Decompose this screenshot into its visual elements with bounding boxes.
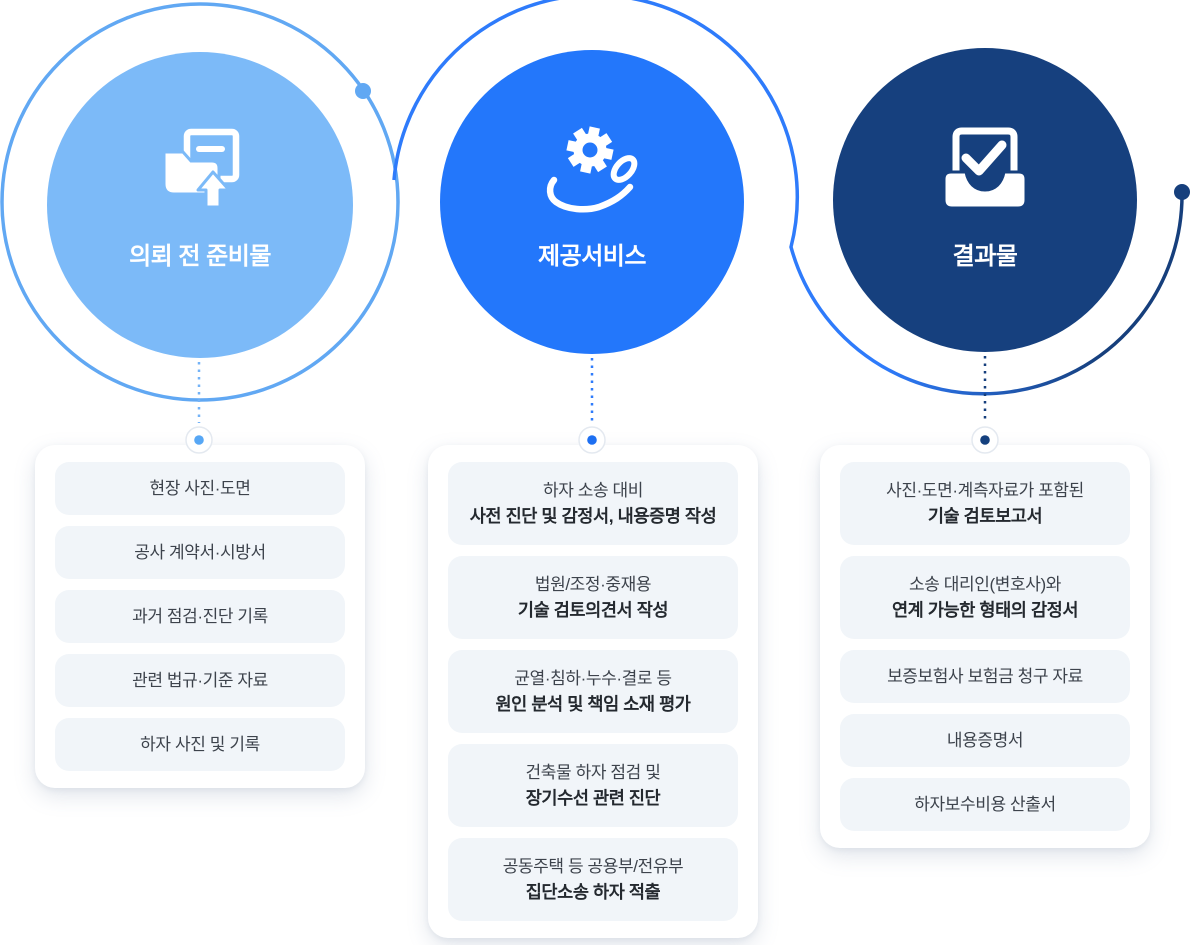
item-text: 관련 법규·기준 자료 xyxy=(132,670,268,690)
prep-card: 현장 사진·도면 공사 계약서·시방서 과거 점검·진단 기록 관련 법규·기준… xyxy=(35,445,365,788)
item-text: 소송 대리인(변호사)와 xyxy=(908,574,1061,594)
item-text: 법원/조정·중재용 xyxy=(534,574,652,594)
item-text: 공동주택 등 공용부/전유부 xyxy=(502,856,684,876)
item-text: 과거 점검·진단 기록 xyxy=(132,606,268,626)
list-item: 관련 법규·기준 자료 xyxy=(55,654,345,707)
step-1-label: 의뢰 전 준비물 xyxy=(129,243,271,270)
list-item: 균열·침하·누수·결로 등 원인 분석 및 책임 소재 평가 xyxy=(448,650,738,733)
list-item: 공사 계약서·시방서 xyxy=(55,526,345,579)
step-circle-1 xyxy=(47,52,353,358)
item-text: 사진·도면·계측자료가 포함된 xyxy=(886,480,1084,500)
list-item: 하자보수비용 산출서 xyxy=(840,778,1130,831)
item-text-bold: 연계 가능한 형태의 감정서 xyxy=(891,600,1079,621)
list-item: 법원/조정·중재용 기술 검토의견서 작성 xyxy=(448,556,738,639)
item-text: 건축물 하자 점검 및 xyxy=(525,762,661,782)
list-item: 건축물 하자 점검 및 장기수선 관련 진단 xyxy=(448,744,738,827)
list-item: 하자 소송 대비 사전 진단 및 감정서, 내용증명 작성 xyxy=(448,462,738,545)
item-text-bold: 장기수선 관련 진단 xyxy=(525,788,661,809)
item-text: 하자보수비용 산출서 xyxy=(914,794,1056,814)
orbit-ring-1-end-dot xyxy=(355,83,371,99)
item-text-bold: 원인 분석 및 책임 소재 평가 xyxy=(495,694,691,715)
item-text-bold: 기술 검토보고서 xyxy=(927,506,1043,527)
item-text: 하자 사진 및 기록 xyxy=(140,734,260,754)
hand-gear-icon xyxy=(546,126,638,213)
item-text: 현장 사진·도면 xyxy=(149,478,251,498)
step-2-label: 제공서비스 xyxy=(538,243,646,270)
list-item: 소송 대리인(변호사)와 연계 가능한 형태의 감정서 xyxy=(840,556,1130,639)
results-card: 사진·도면·계측자료가 포함된 기술 검토보고서 소송 대리인(변호사)와 연계… xyxy=(820,445,1150,848)
item-text-bold: 사전 진단 및 감정서, 내용증명 작성 xyxy=(469,506,717,527)
flow-line xyxy=(392,0,1184,396)
item-text-bold: 집단소송 하자 적출 xyxy=(525,882,661,903)
step-circle-3 xyxy=(833,48,1137,352)
folder-upload-icon xyxy=(162,128,240,209)
item-text: 공사 계약서·시방서 xyxy=(134,542,266,562)
services-card: 하자 소송 대비 사전 진단 및 감정서, 내용증명 작성 법원/조정·중재용 … xyxy=(428,445,758,938)
list-item: 내용증명서 xyxy=(840,714,1130,767)
inbox-check-icon xyxy=(942,127,1028,210)
list-item: 과거 점검·진단 기록 xyxy=(55,590,345,643)
list-item: 현장 사진·도면 xyxy=(55,462,345,515)
item-text: 균열·침하·누수·결로 등 xyxy=(514,668,672,688)
item-text: 내용증명서 xyxy=(946,730,1024,750)
item-text-bold: 기술 검토의견서 작성 xyxy=(517,600,669,621)
list-item: 하자 사진 및 기록 xyxy=(55,718,345,771)
list-item: 사진·도면·계측자료가 포함된 기술 검토보고서 xyxy=(840,462,1130,545)
list-item: 공동주택 등 공용부/전유부 집단소송 하자 적출 xyxy=(448,838,738,921)
item-text: 하자 소송 대비 xyxy=(542,480,644,500)
orbit-ring-1 xyxy=(0,2,400,402)
item-text: 보증보험사 보험금 청구 자료 xyxy=(887,666,1083,686)
step-circle-2 xyxy=(440,50,744,354)
list-item: 보증보험사 보험금 청구 자료 xyxy=(840,650,1130,703)
step-3-label: 결과물 xyxy=(952,243,1018,270)
flow-line-end-dot xyxy=(1174,184,1190,200)
